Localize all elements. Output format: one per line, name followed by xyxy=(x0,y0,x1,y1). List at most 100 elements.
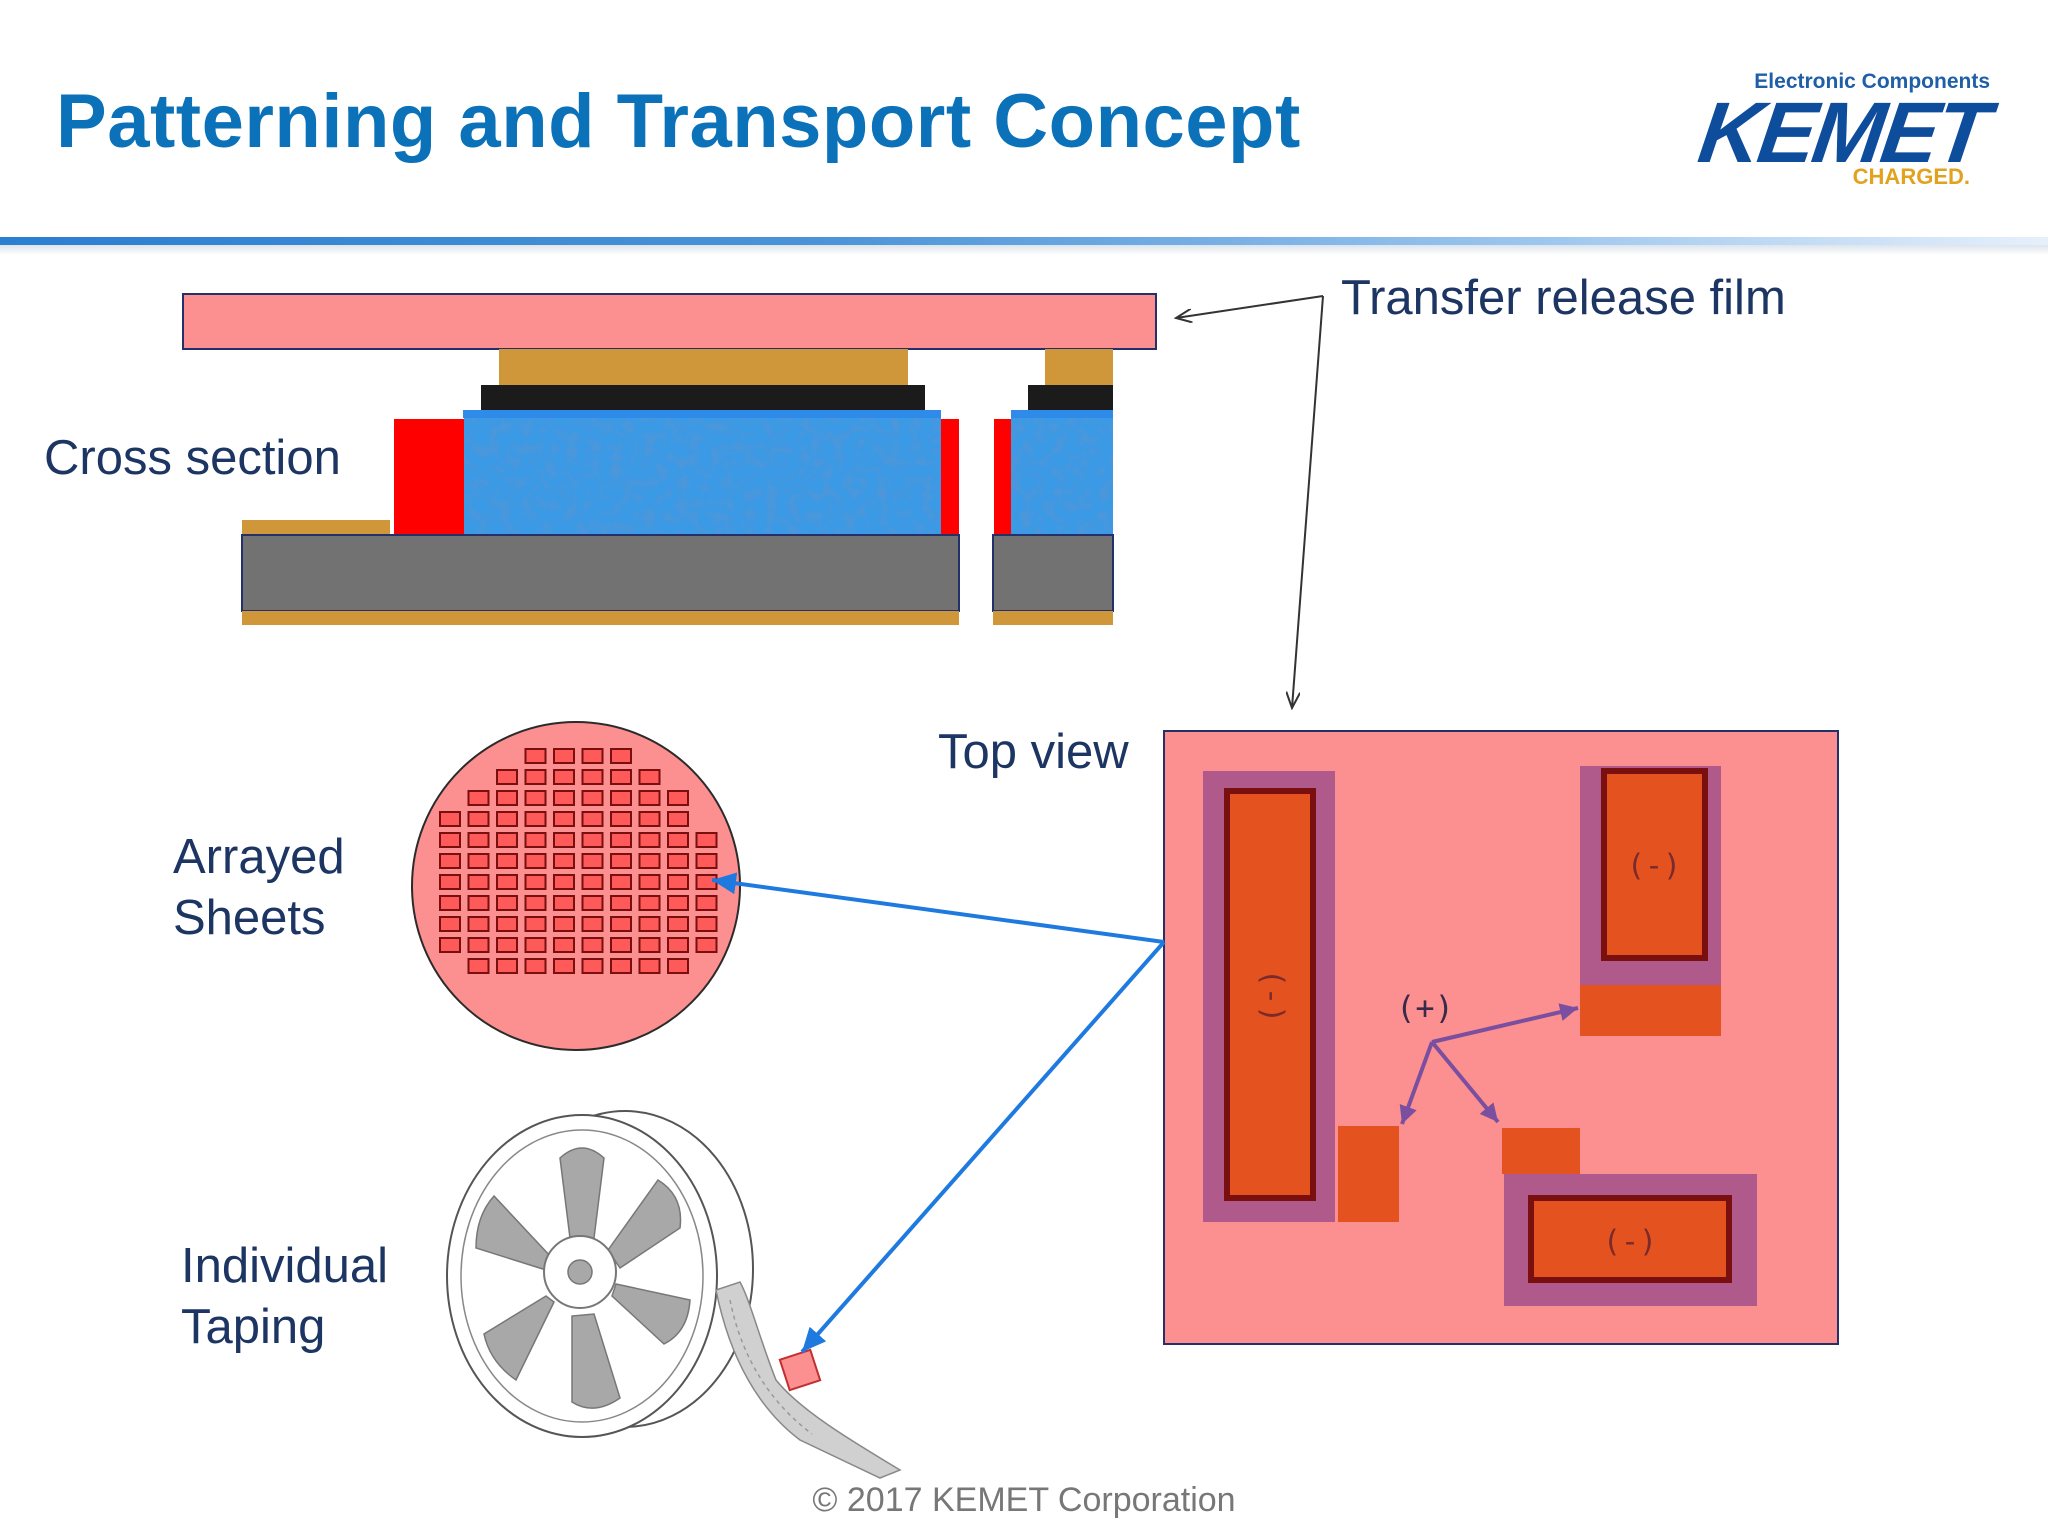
page-title: Patterning and Transport Concept xyxy=(56,79,1301,164)
wafer-cell xyxy=(667,958,689,974)
wafer-cell xyxy=(610,916,632,932)
wafer-cell xyxy=(553,769,575,785)
wafer-cell xyxy=(496,874,518,890)
wafer-cell xyxy=(610,790,632,806)
substrate-small xyxy=(992,534,1114,612)
wafer-cell xyxy=(524,895,547,911)
wafer-cell xyxy=(553,790,575,806)
wafer-cell xyxy=(524,811,547,827)
cathode-label-left: (-) xyxy=(1255,969,1290,1023)
wafer-cell xyxy=(581,916,604,932)
left-cathode-pad xyxy=(1224,788,1316,1201)
top-view-diagram: (-) (-) (-) (+) xyxy=(1163,730,1839,1345)
wafer-cell xyxy=(610,958,632,974)
cross-section-diagram xyxy=(182,293,1157,625)
wafer-cell xyxy=(667,790,689,806)
wafer-cell xyxy=(581,958,604,974)
transport-arrows xyxy=(711,872,1166,1354)
wafer-cell-grid xyxy=(439,748,718,974)
wafer-cell xyxy=(439,874,461,890)
wafer-cell xyxy=(553,958,575,974)
wafer-cell xyxy=(439,937,461,953)
wafer-cell xyxy=(581,832,604,848)
cross-section-label: Cross section xyxy=(44,431,341,485)
top-right-cathode-pad xyxy=(1601,768,1708,961)
copyright-footer: © 2017 KEMET Corporation xyxy=(812,1481,1236,1519)
kemet-logo: Electronic Components KEMET CHARGED. xyxy=(1690,66,1992,196)
wafer-cell xyxy=(610,937,632,953)
individual-taping-line-1: Individual xyxy=(181,1239,389,1293)
red-terminal-right xyxy=(941,419,959,535)
wafer-cell xyxy=(439,895,461,911)
wafer-cell xyxy=(638,937,661,953)
wafer-cell xyxy=(581,748,604,764)
top-right-anode-pad xyxy=(1580,985,1721,1036)
logo-charged: CHARGED. xyxy=(1852,164,1970,189)
wafer-cell xyxy=(638,832,661,848)
wafer-cell xyxy=(638,958,661,974)
release-film-pointers xyxy=(1176,295,1324,708)
wafer-cell xyxy=(638,874,661,890)
wafer-cell xyxy=(553,832,575,848)
wafer-cell xyxy=(524,748,547,764)
wafer-cell xyxy=(496,958,518,974)
wafer-cell xyxy=(496,853,518,869)
bottom-gold-layer-small xyxy=(993,611,1113,625)
wafer-cell xyxy=(610,769,632,785)
header-divider xyxy=(0,237,2048,245)
wafer-cell xyxy=(524,769,547,785)
wafer-cell xyxy=(467,916,490,932)
wafer-cell xyxy=(467,958,490,974)
wafer-cell xyxy=(638,790,661,806)
tape-reel xyxy=(446,1110,902,1479)
wafer-cell xyxy=(610,832,632,848)
wafer-cell xyxy=(524,937,547,953)
wafer-cell xyxy=(496,832,518,848)
wafer-cell xyxy=(553,748,575,764)
wafer-cell xyxy=(467,937,490,953)
wafer-cell xyxy=(496,916,518,932)
arrayed-sheets-line-1: Arrayed xyxy=(173,830,345,884)
wafer-cell xyxy=(581,937,604,953)
wafer-cell xyxy=(553,811,575,827)
wafer-cell xyxy=(638,769,661,785)
wafer-cell xyxy=(439,832,461,848)
bottom-gold-layer xyxy=(242,611,959,625)
black-layer-small xyxy=(1028,385,1113,414)
wafer-cell xyxy=(695,832,718,848)
red-terminal-left xyxy=(394,419,464,535)
wafer-cell xyxy=(439,916,461,932)
bottom-right-anode-pad xyxy=(1502,1128,1580,1174)
individual-taping-label: Individual Taping xyxy=(181,1236,388,1358)
porous-anode-body-small xyxy=(1011,418,1113,535)
wafer-cell xyxy=(467,811,490,827)
wafer-cell xyxy=(581,895,604,911)
wafer-cell xyxy=(553,937,575,953)
anode-label: (+) xyxy=(1396,989,1454,1027)
wafer-cell xyxy=(467,874,490,890)
wafer-cell xyxy=(667,895,689,911)
wafer-cell xyxy=(524,958,547,974)
wafer-cell xyxy=(638,916,661,932)
wafer-cell xyxy=(496,811,518,827)
wafer-cell xyxy=(553,853,575,869)
wafer-cell xyxy=(524,874,547,890)
wafer-cell xyxy=(667,874,689,890)
wafer-cell xyxy=(638,853,661,869)
wafer-cell xyxy=(496,937,518,953)
wafer-cell xyxy=(638,811,661,827)
cathode-label-top-right: (-) xyxy=(1627,849,1681,884)
wafer-cell xyxy=(581,790,604,806)
header-divider-shadow xyxy=(0,245,2048,255)
wafer-cell xyxy=(667,937,689,953)
wafer-cell xyxy=(467,832,490,848)
wafer-cell xyxy=(695,895,718,911)
wafer-cell xyxy=(496,895,518,911)
transfer-release-film-label: Transfer release film xyxy=(1341,271,1786,325)
wafer-cell xyxy=(524,832,547,848)
wafer-cell xyxy=(610,895,632,911)
wafer-cell xyxy=(553,895,575,911)
bottom-right-cathode-pad xyxy=(1528,1195,1732,1283)
wafer-cell xyxy=(695,853,718,869)
